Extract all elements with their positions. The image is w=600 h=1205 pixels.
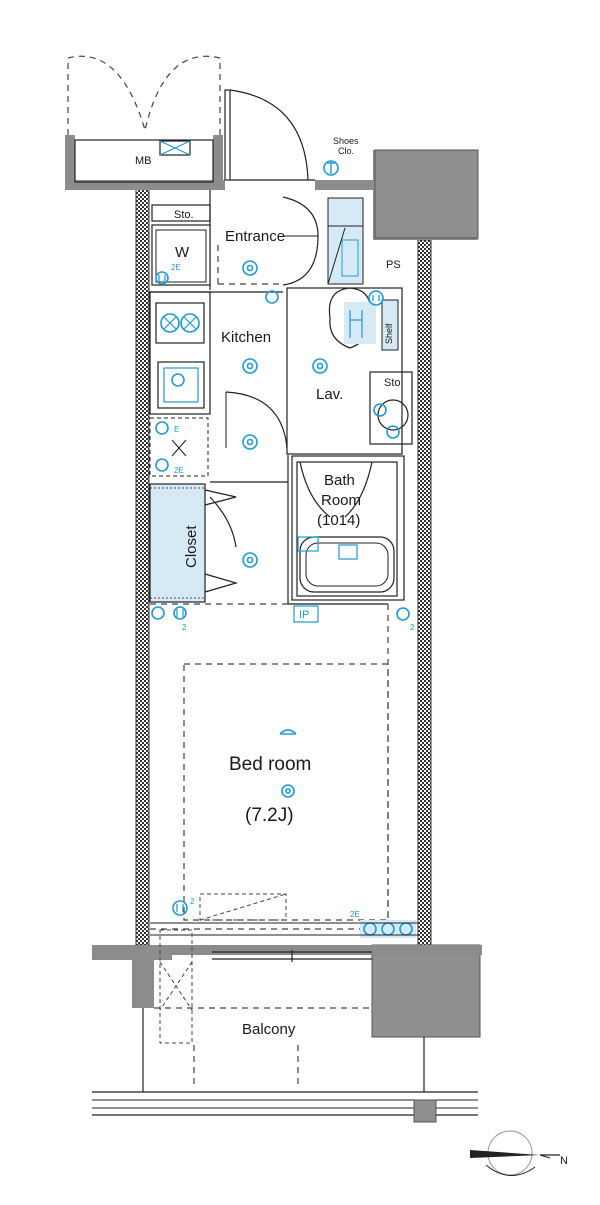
downlight-entrance-icon bbox=[242, 260, 258, 276]
washer-label: W bbox=[175, 244, 190, 261]
entrance-area bbox=[151, 190, 364, 290]
annot-2-a: 2 bbox=[182, 623, 187, 632]
bath-label-line2: Room bbox=[321, 492, 361, 509]
sto-top-label: Sto. bbox=[174, 209, 194, 221]
entrance-label: Entrance bbox=[225, 228, 285, 245]
mb-label: MB bbox=[135, 155, 152, 167]
bath-label-line3: (1014) bbox=[317, 512, 360, 529]
balcony-label: Balcony bbox=[242, 1021, 296, 1038]
lavatory-room bbox=[286, 287, 413, 455]
bath-room bbox=[291, 455, 405, 601]
plan-background bbox=[40, 30, 560, 1150]
fridge-2e-label: 2E bbox=[174, 466, 184, 475]
closet bbox=[149, 455, 289, 604]
bedroom-size-label: (7.2J) bbox=[245, 805, 294, 826]
closet-label: Closet bbox=[183, 525, 200, 568]
downlight-lav-icon bbox=[312, 358, 328, 374]
shoes-label: Shoes bbox=[333, 136, 359, 146]
annot-2-c: 2 bbox=[190, 897, 195, 906]
bath-label-line1: Bath bbox=[324, 472, 355, 489]
annot-2-b: 2 bbox=[410, 623, 415, 632]
meter-box bbox=[67, 55, 221, 183]
range-e-label: E bbox=[174, 425, 179, 434]
outlet-bedroom-left-icon bbox=[172, 900, 188, 916]
exterior-walls bbox=[65, 135, 482, 1038]
bedroom-label: Bed room bbox=[229, 754, 311, 775]
compass-icon bbox=[470, 1130, 560, 1176]
hall-door[interactable] bbox=[225, 391, 288, 449]
light-shoes-icon bbox=[323, 160, 339, 176]
ac-unit-icon bbox=[199, 893, 287, 921]
downlight-hall-icon bbox=[242, 434, 258, 450]
compass-north-label: N bbox=[560, 1155, 568, 1167]
downlight-closet-hall-icon bbox=[242, 552, 258, 568]
ps-label: PS bbox=[386, 259, 401, 271]
front-door[interactable] bbox=[224, 89, 315, 181]
outlet-washer-icon bbox=[155, 271, 169, 285]
outlet-toilet-icon bbox=[368, 290, 384, 306]
lav-label: Lav. bbox=[316, 386, 343, 403]
shelf-label: Shelf bbox=[384, 323, 394, 344]
washer-area bbox=[151, 224, 211, 286]
balcony-window[interactable] bbox=[150, 922, 418, 962]
washer-2e-label: 2E bbox=[171, 263, 181, 272]
window-2e-label: 2E bbox=[350, 910, 360, 919]
kitchen-counter bbox=[149, 291, 283, 415]
sto-lav-label: Sto. bbox=[384, 377, 404, 389]
ceiling-light-bedroom-icon bbox=[279, 729, 297, 735]
shoes-clo-label: Clo. bbox=[338, 146, 354, 156]
outlet-kitchen-icon bbox=[265, 290, 279, 304]
outlet-closet-icons bbox=[151, 606, 410, 621]
ip-label: IP bbox=[299, 609, 309, 621]
balcony-area bbox=[92, 929, 478, 1123]
kitchen-label: Kitchen bbox=[221, 329, 271, 346]
downlight-kitchen-icon bbox=[242, 358, 258, 374]
fridge-space bbox=[149, 417, 209, 477]
ceiling-outlet-bedroom-icon bbox=[281, 784, 295, 798]
